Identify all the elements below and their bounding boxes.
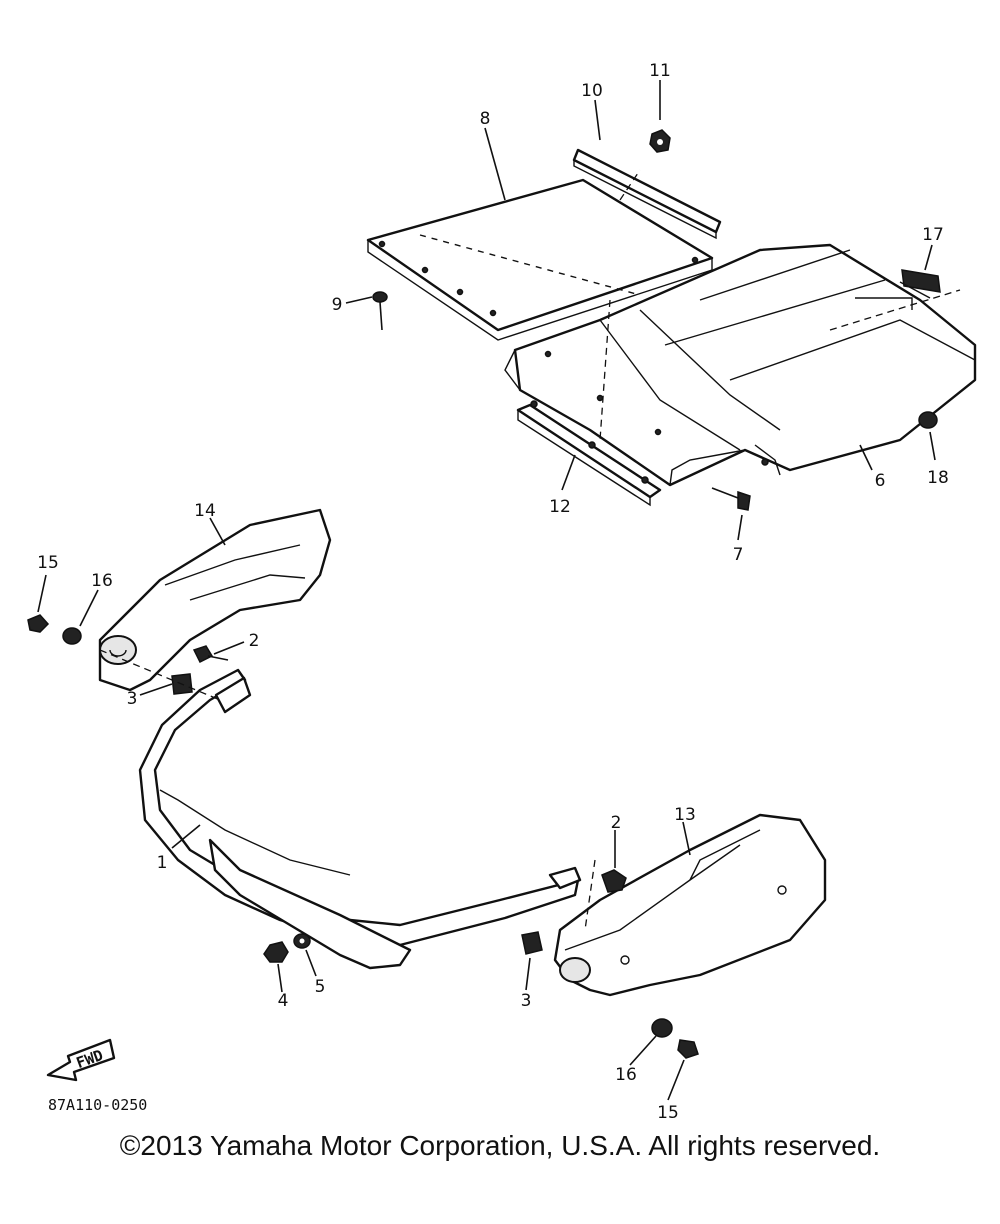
callout-12: 12 — [549, 497, 571, 517]
nut-part-11 — [649, 129, 671, 153]
callout-15-right: 15 — [657, 1103, 679, 1123]
callout-4: 4 — [278, 991, 289, 1011]
rail-part-12 — [516, 400, 662, 507]
callout-18: 18 — [927, 468, 949, 488]
bolt-part-15-right — [677, 1039, 699, 1059]
damper-part-18 — [918, 411, 938, 429]
rail-part-10 — [572, 148, 722, 240]
callout-5: 5 — [315, 977, 326, 997]
callout-16-right: 16 — [615, 1065, 637, 1085]
callout-3-lower: 3 — [521, 991, 532, 1011]
copyright-notice: ©2013 Yamaha Motor Corporation, U.S.A. A… — [119, 1130, 881, 1161]
callout-1: 1 — [157, 853, 168, 873]
washer-part-5 — [293, 933, 311, 949]
callout-9: 9 — [332, 295, 343, 315]
callout-14: 14 — [194, 501, 216, 521]
callout-2-lower: 2 — [611, 813, 622, 833]
callout-7: 7 — [733, 545, 744, 565]
rivet-part-9 — [372, 291, 388, 331]
bolt-part-2-lower — [601, 869, 627, 893]
bracket-part-1 — [138, 668, 582, 970]
callout-6: 6 — [875, 471, 886, 491]
bolt-part-15-left — [27, 614, 50, 633]
callout-3-upper: 3 — [127, 689, 138, 709]
bolt-part-2-upper — [192, 645, 229, 664]
nut-part-4 — [263, 941, 289, 963]
callout-13: 13 — [674, 805, 696, 825]
callout-17: 17 — [922, 225, 944, 245]
fwd-label: FWD — [74, 1046, 106, 1072]
side-cover-part-14 — [98, 508, 332, 692]
callout-15-left: 15 — [37, 553, 59, 573]
callout-10: 10 — [581, 81, 603, 101]
callout-11: 11 — [649, 61, 671, 81]
panel-part-8 — [366, 178, 714, 341]
screw-part-7 — [711, 487, 751, 511]
fwd-arrow-icon: FWD — [46, 1038, 116, 1082]
callout-8: 8 — [480, 109, 491, 129]
leader-lines — [37, 80, 936, 1101]
collar-part-16-right — [651, 1018, 673, 1038]
side-cover-part-13 — [553, 813, 827, 997]
nut-part-3-lower — [521, 931, 543, 955]
diagram-code: 87A110-0250 — [48, 1096, 147, 1114]
callout-2-upper: 2 — [249, 631, 260, 651]
collar-part-16-left — [62, 627, 82, 645]
rubber-part-17 — [899, 269, 941, 299]
cover-part-6 — [504, 243, 977, 487]
callout-16-left: 16 — [91, 571, 113, 591]
